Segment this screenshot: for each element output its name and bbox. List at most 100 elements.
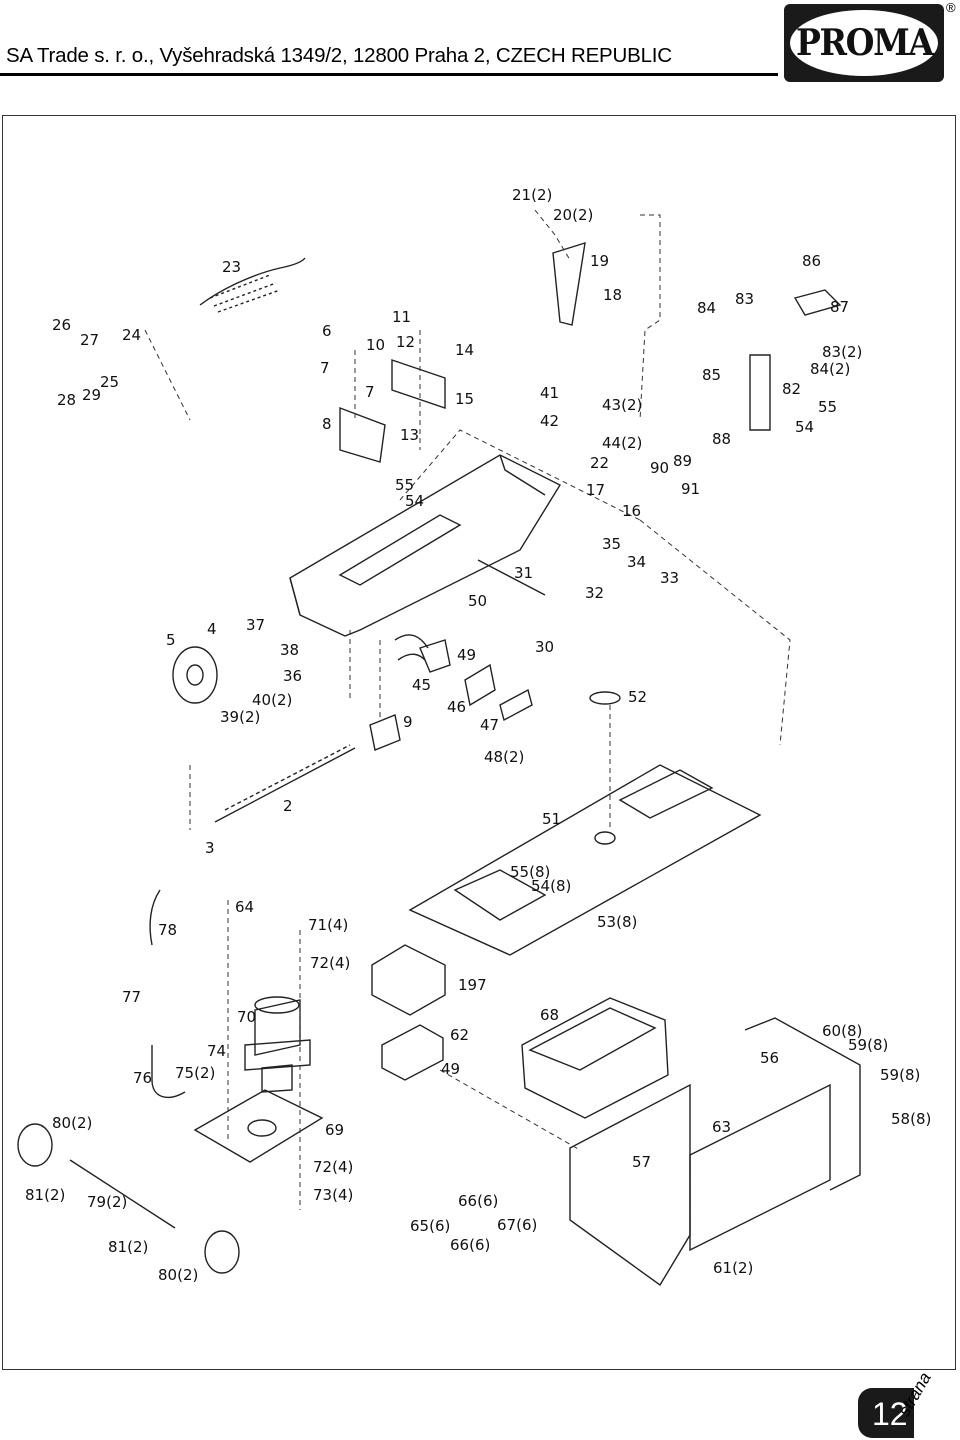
part-label: 13 <box>400 426 419 444</box>
page-number-badge <box>858 1388 914 1438</box>
part-label: 55(8) <box>510 863 550 881</box>
part-label: 80(2) <box>158 1266 198 1284</box>
part-label: 50 <box>468 592 487 610</box>
part-label: 197 <box>458 976 487 994</box>
part-label: 76 <box>133 1069 152 1087</box>
part-label: 4 <box>207 620 217 638</box>
part-label: 73(4) <box>313 1186 353 1204</box>
part-label: 6 <box>322 322 332 340</box>
part-label: 54 <box>795 418 814 436</box>
part-label: 43(2) <box>602 396 642 414</box>
half-nut-bracket <box>369 714 401 751</box>
part-label: 60(8) <box>822 1022 862 1040</box>
part-label: 84 <box>697 299 716 317</box>
part-label: 31 <box>514 564 533 582</box>
part-label: 62 <box>450 1026 469 1044</box>
connecting-rod <box>477 559 546 596</box>
part-label: 52 <box>628 688 647 706</box>
coolant-hose <box>151 1045 186 1099</box>
part-label: 88 <box>712 430 731 448</box>
vise-bracket <box>339 406 386 463</box>
part-label: 89 <box>673 452 692 470</box>
part-label: 55 <box>395 476 414 494</box>
part-label: 65(6) <box>410 1217 450 1235</box>
part-label: 38 <box>280 641 299 659</box>
part-label: 33 <box>660 569 679 587</box>
part-label: 40(2) <box>252 691 292 709</box>
part-label: 10 <box>366 336 385 354</box>
handwheel <box>172 646 218 704</box>
part-label: 26 <box>52 316 71 334</box>
part-label: 18 <box>603 286 622 304</box>
base-tray <box>408 764 762 956</box>
part-label: 61(2) <box>713 1259 753 1277</box>
part-label: 66(6) <box>458 1192 498 1210</box>
part-label: 77 <box>122 988 141 1006</box>
part-label: 19 <box>590 252 609 270</box>
part-label: 79(2) <box>87 1193 127 1211</box>
washer-52 <box>589 691 621 705</box>
part-label: 83 <box>735 290 754 308</box>
part-label: 69 <box>325 1121 344 1139</box>
part-label: 78 <box>158 921 177 939</box>
part-label: 51 <box>542 810 561 828</box>
wheel-axle <box>69 1159 176 1229</box>
part-label: 39(2) <box>220 708 260 726</box>
part-label: 66(6) <box>450 1236 490 1254</box>
part-label: 7 <box>320 359 330 377</box>
part-label: 23 <box>222 258 241 276</box>
saw-arm-body <box>289 454 561 637</box>
page-number: 12 <box>872 1396 908 1432</box>
part-label: 16 <box>622 502 641 520</box>
part-label: 63 <box>712 1118 731 1136</box>
part-label: 49 <box>441 1060 460 1078</box>
part-label: 44(2) <box>602 434 642 452</box>
part-label: 27 <box>80 331 99 349</box>
wheel-right <box>204 1230 240 1274</box>
part-label: 54(8) <box>531 877 571 895</box>
limit-switch-bracket <box>499 688 533 722</box>
part-label: 64 <box>235 898 254 916</box>
part-label: 2 <box>283 797 293 815</box>
part-label: 55 <box>818 398 837 416</box>
company-address: SA Trade s. r. o., Vyšehradská 1349/2, 1… <box>6 44 672 67</box>
motor-cover <box>371 944 446 1016</box>
part-label: 12 <box>396 333 415 351</box>
part-label: 67(6) <box>497 1216 537 1234</box>
switch-box <box>381 1024 444 1081</box>
motor-mount-plate <box>193 1089 324 1163</box>
tray-support-bracket <box>453 869 547 921</box>
part-label: 3 <box>205 839 215 857</box>
part-label: 59(8) <box>848 1036 888 1054</box>
part-label: 57 <box>632 1153 651 1171</box>
arm-side <box>289 454 546 616</box>
limit-switch-plate <box>464 663 496 707</box>
part-label: 47 <box>480 716 499 734</box>
part-label: 25 <box>100 373 119 391</box>
part-label: 20(2) <box>553 206 593 224</box>
part-label: 81(2) <box>25 1186 65 1204</box>
pivot-post <box>749 354 771 431</box>
part-label: 34 <box>627 553 646 571</box>
part-label: 32 <box>585 584 604 602</box>
part-label: 5 <box>166 631 176 649</box>
tension-spring <box>199 257 306 306</box>
stand-side-panel <box>689 1083 831 1252</box>
part-label: 56 <box>760 1049 779 1067</box>
part-label: 11 <box>392 308 411 326</box>
part-label: 30 <box>535 638 554 656</box>
part-label: 71(4) <box>308 916 348 934</box>
logo-oval: PROMA <box>790 10 938 76</box>
stand-front-panel <box>569 1083 691 1287</box>
part-label: 49 <box>457 646 476 664</box>
saw-arm-slot <box>338 514 462 586</box>
part-label: 9 <box>403 713 413 731</box>
part-label: 53(8) <box>597 913 637 931</box>
part-label: 45 <box>412 676 431 694</box>
part-label: 37 <box>246 616 265 634</box>
part-label: 36 <box>283 667 302 685</box>
part-label: 17 <box>586 481 605 499</box>
part-label: 86 <box>802 252 821 270</box>
logo-text: PROMA <box>795 22 934 64</box>
